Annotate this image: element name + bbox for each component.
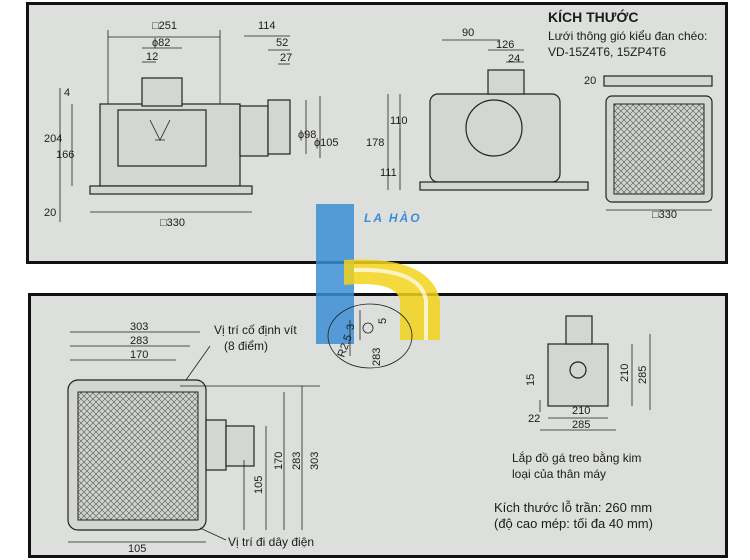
wire-label: Vị trí đi dây điện — [228, 535, 314, 549]
screw-label-line2: (8 điểm) — [224, 339, 268, 353]
bottom-view-duct — [225, 425, 255, 467]
front-grille — [89, 185, 253, 195]
dim-grille-330: □330 — [652, 209, 677, 221]
bottom-view-duct-flange — [205, 419, 227, 471]
grille-side-profile — [603, 75, 713, 87]
mount-note-line1: Lắp đồ gá treo bằng kim — [512, 450, 641, 465]
dim-bottom-width: □330 — [160, 217, 185, 229]
side-duct-flange — [239, 105, 269, 157]
bracket-duct — [565, 315, 593, 345]
side-duct — [267, 99, 291, 155]
mount-note-line2: loại của thân máy — [512, 467, 606, 481]
dim-bottom-h283: 283 — [291, 452, 303, 470]
dim-detail-3: 3 — [345, 324, 357, 330]
dim-top-gap: 4 — [64, 87, 70, 99]
dim-bottom-303: 303 — [130, 321, 148, 333]
dim-side-90: 90 — [462, 27, 474, 39]
dim-side-126: 126 — [496, 39, 514, 51]
dim-duct-98: ϕ98 — [298, 129, 316, 141]
bracket-view-drawing — [539, 315, 651, 431]
brand-logo: LA HÀO — [316, 204, 440, 344]
side-view-grille — [419, 181, 589, 191]
bottom-view-drawing — [67, 331, 320, 543]
logo-text: LA HÀO — [364, 210, 422, 225]
dim-bottom-h105: 105 — [253, 476, 265, 494]
dim-bottom-w105: 105 — [128, 543, 146, 555]
dim-grille-height: 20 — [44, 207, 56, 219]
grille-mesh — [613, 103, 705, 195]
dim-bracket-h210: 210 — [619, 364, 631, 382]
dim-detail-5: 5 — [377, 318, 389, 324]
dim-side-24: 24 — [508, 53, 520, 65]
side-view-duct-circle — [465, 99, 523, 157]
dim-bracket-w210: 210 — [572, 405, 590, 417]
dim-bottom-h303: 303 — [309, 452, 321, 470]
dim-side-111: 111 — [380, 167, 397, 179]
side-view-drawing — [387, 39, 589, 191]
dim-side-110: 110 — [390, 115, 408, 127]
bracket-duct-circle — [569, 361, 587, 379]
title: KÍCH THƯỚC — [548, 8, 638, 25]
dim-side-114: 114 — [258, 20, 276, 32]
dim-bracket-15: 15 — [525, 374, 537, 386]
dim-collar: 12 — [146, 51, 158, 63]
dim-height-total: 204 — [44, 133, 62, 145]
dim-grille-20: 20 — [584, 75, 596, 87]
dim-duct-diameter: ϕ82 — [152, 37, 170, 49]
dim-bracket-h285: 285 — [637, 366, 649, 384]
dim-side-52: 52 — [276, 37, 288, 49]
dim-side-178: 178 — [366, 137, 384, 149]
side-view-duct — [487, 69, 525, 95]
ceiling-edge-height: (độ cao mép: tối đa 40 mm) — [494, 516, 653, 531]
detail-callout-circle — [327, 303, 413, 369]
grille-note-line2: VD-15Z4T6, 15ZP4T6 — [548, 45, 666, 59]
front-view-drawing — [59, 30, 321, 222]
detail-screw-hole — [362, 322, 374, 334]
ceiling-hole-size: Kích thước lỗ trần: 260 mm — [494, 500, 652, 515]
screw-label-line1: Vị trí cố định vít — [214, 323, 297, 337]
dim-detail-283: 283 — [371, 348, 383, 366]
dim-bottom-h170: 170 — [273, 452, 285, 470]
dim-bottom-283: 283 — [130, 335, 148, 347]
grille-view-drawing — [603, 75, 713, 211]
dim-bracket-22: 22 — [528, 413, 540, 425]
dim-bracket-w285: 285 — [572, 419, 590, 431]
dim-bottom-170: 170 — [130, 349, 148, 361]
top-duct — [141, 77, 183, 107]
grille-note-line1: Lưới thông gió kiểu đan chéo: — [548, 29, 707, 43]
dim-height-body: 166 — [56, 149, 74, 161]
detail-drawing — [327, 303, 413, 369]
fan-motor-housing — [117, 109, 207, 167]
dim-duct-105: ϕ105 — [314, 137, 339, 149]
bottom-view-grille — [77, 391, 199, 521]
dim-side-27: 27 — [280, 52, 292, 64]
dim-top-width: □251 — [152, 20, 177, 32]
